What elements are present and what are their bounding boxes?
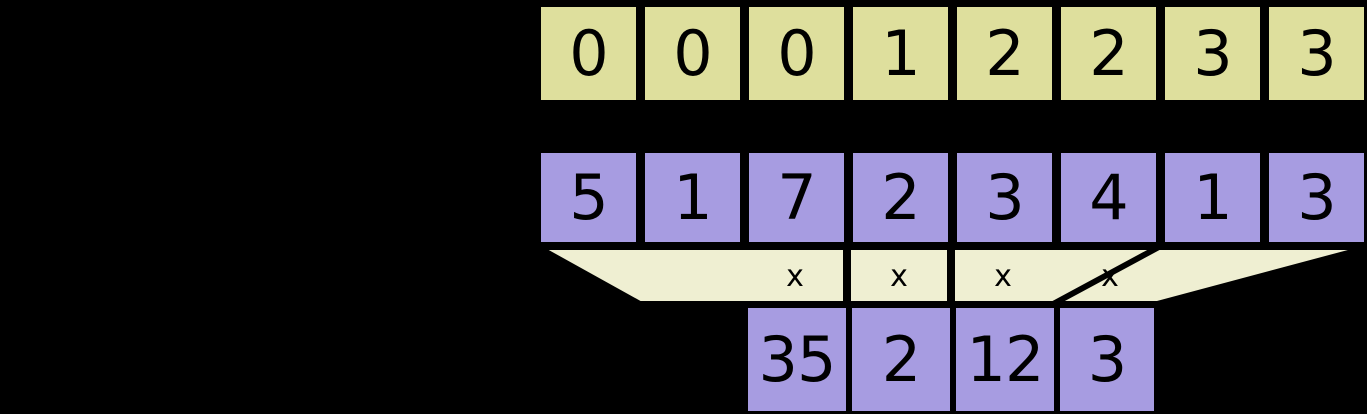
- output-cell: 3: [1057, 305, 1157, 414]
- output-cell: 2: [849, 305, 953, 414]
- output-cell-value: 3: [1087, 322, 1127, 396]
- value-cell: 1: [1162, 150, 1263, 245]
- value-cell-value: 7: [777, 160, 816, 234]
- index-cell: 1: [850, 4, 951, 103]
- value-cell-value: 3: [985, 160, 1024, 234]
- multiply-operator-icon: x: [994, 259, 1012, 294]
- value-cell-value: 3: [1297, 160, 1336, 234]
- index-cell-value: 1: [881, 16, 920, 90]
- value-cell: 1: [642, 150, 743, 245]
- index-cell: 0: [746, 4, 847, 103]
- connector-trapezoid-2: [951, 246, 1156, 305]
- index-cell-value: 3: [1193, 16, 1232, 90]
- output-cell-value: 2: [881, 322, 921, 396]
- index-cell: 3: [1266, 4, 1367, 103]
- index-cell: 2: [954, 4, 1055, 103]
- multiply-operator-icon: x: [786, 259, 804, 294]
- value-cell-value: 1: [673, 160, 712, 234]
- output-cell: 35: [745, 305, 849, 414]
- value-cell-value: 4: [1089, 160, 1128, 234]
- index-cell: 2: [1058, 4, 1159, 103]
- value-cell: 4: [1058, 150, 1159, 245]
- value-cell-value: 5: [569, 160, 608, 234]
- output-cell: 12: [953, 305, 1057, 414]
- multiply-operator-icon: x: [1101, 259, 1119, 294]
- output-cell-value: 35: [758, 322, 837, 396]
- value-cell: 3: [954, 150, 1055, 245]
- index-cell-value: 0: [777, 16, 816, 90]
- value-cell-value: 1: [1193, 160, 1232, 234]
- index-cell: 0: [538, 4, 639, 103]
- value-cell: 7: [746, 150, 847, 245]
- value-cell: 3: [1266, 150, 1367, 245]
- index-cell-value: 3: [1297, 16, 1336, 90]
- value-cell-value: 2: [881, 160, 920, 234]
- index-cell-value: 2: [985, 16, 1024, 90]
- index-cell: 0: [642, 4, 743, 103]
- value-cell: 2: [850, 150, 951, 245]
- index-cell-value: 2: [1089, 16, 1128, 90]
- multiply-operator-icon: x: [890, 259, 908, 294]
- index-cell-value: 0: [673, 16, 712, 90]
- index-cell: 3: [1162, 4, 1263, 103]
- value-cell: 5: [538, 150, 639, 245]
- output-cell-value: 12: [966, 322, 1045, 396]
- index-cell-value: 0: [569, 16, 608, 90]
